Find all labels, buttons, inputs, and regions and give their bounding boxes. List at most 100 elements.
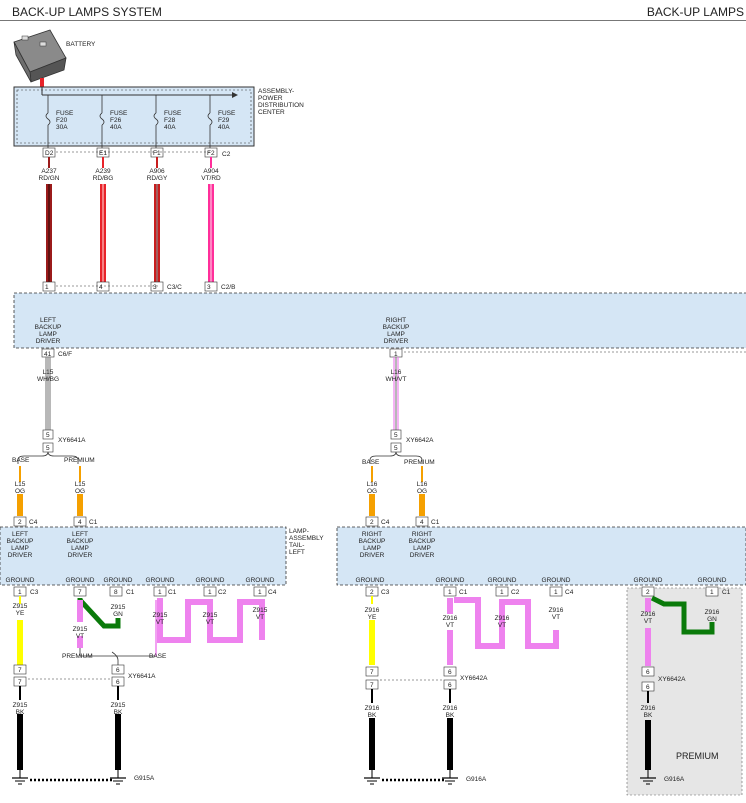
ground-label-4: GROUND: [146, 577, 175, 584]
battery-icon: [13, 29, 67, 87]
ground-label-5: GROUND: [196, 577, 225, 584]
c6f-connector: C6/F: [58, 351, 72, 358]
pdc-label-4: CENTER: [258, 109, 285, 116]
left-bk1-circuit: Z915: [13, 702, 28, 709]
pdc-label-3: DISTRIBUTION: [258, 102, 304, 109]
right-tail-base-driver-4: DRIVER: [360, 552, 385, 559]
left-ground-splice: XY6641A: [128, 673, 156, 680]
left-tail-base-driver-3: LAMP: [11, 545, 29, 552]
left-base-og-circuit: L15: [15, 481, 26, 488]
right-prem-og-circuit: L16: [417, 481, 428, 488]
right-prem-vt-pin: 2: [646, 589, 650, 596]
left-option-bracket: [17, 451, 79, 464]
right-gn-pin: 1: [710, 589, 714, 596]
pdc-label-2: POWER: [258, 95, 283, 102]
right-vt1-color: VT: [446, 622, 454, 629]
fuse-pin: D2: [45, 150, 54, 157]
right-tail-base-driver-3: LAMP: [363, 545, 381, 552]
ground-label-9: GROUND: [488, 577, 517, 584]
left-gn-color: GN: [113, 611, 123, 618]
right-base-label: BASE: [362, 459, 380, 466]
left-premium-label: PREMIUM: [64, 457, 95, 464]
ground-label-8: GROUND: [436, 577, 465, 584]
right-gn-c1: C1: [722, 589, 731, 596]
left-c1-label: C1: [168, 589, 177, 596]
left-bk2-color: BK: [114, 709, 123, 716]
left-base-c4: C4: [29, 519, 38, 526]
pdc-label-1: ASSEMBLY-: [258, 88, 294, 95]
right-tail-prem-driver-4: DRIVER: [410, 552, 435, 559]
right-tail-base-driver-2: BACKUP: [359, 538, 386, 545]
left-premium-tag: PREMIUM: [62, 653, 93, 660]
right-prem-c1: C1: [431, 519, 440, 526]
fuse-pin: F2: [207, 150, 215, 157]
right-driver-label-1: RIGHT: [386, 317, 406, 324]
dest-pin: 1: [45, 284, 49, 291]
ground-label-2: GROUND: [66, 577, 95, 584]
right-ground-wires: [364, 586, 719, 785]
left-splice-pin-a: 5: [46, 432, 50, 439]
left-c1-pin: 1: [158, 589, 162, 596]
right-prem-pin6-a: 6: [646, 669, 650, 676]
left-base-og-color: OG: [15, 488, 25, 495]
circuit-label: A237: [41, 168, 57, 175]
left-vt-pin: 7: [78, 589, 82, 596]
ground-label-12: GROUND: [698, 577, 727, 584]
right-pin7-b: 7: [370, 682, 374, 689]
right-prem-pin6-b: 6: [646, 684, 650, 691]
left-bk2-circuit: Z915: [111, 702, 126, 709]
right-ground-splice: XY6642A: [460, 675, 488, 682]
right-vt3-color: VT: [552, 614, 560, 621]
right-tail-lamp-box: [336, 526, 746, 586]
left-tail-prem-driver-1: LEFT: [72, 531, 88, 538]
right-option-bracket: [369, 451, 423, 464]
right-prem-pin: 4: [420, 519, 424, 526]
right-prem-splice: XY6642A: [658, 676, 686, 683]
right-vt2-pin: 1: [500, 589, 504, 596]
tail-label-1: LAMP-: [289, 528, 309, 535]
left-splice-pin-b: 5: [46, 445, 50, 452]
left-ye-color: YE: [16, 610, 25, 617]
left-driver-label-3: LAMP: [39, 331, 57, 338]
fuse-id: F29: [218, 117, 230, 124]
ground-label-10: GROUND: [542, 577, 571, 584]
left-feed-circuit: L15: [43, 369, 54, 376]
c3c-connector: C3/C: [167, 284, 182, 291]
left-feed-pin: 41: [44, 351, 52, 358]
ground-label-1: GROUND: [6, 577, 35, 584]
left-tail-lamp-box: [0, 526, 287, 586]
left-ground-wires: [12, 586, 267, 785]
fuse-rating: 40A: [110, 124, 122, 131]
right-pin6-b: 6: [448, 682, 452, 689]
tail-label-3: TAIL-: [289, 542, 304, 549]
left-vt-color: VT: [76, 633, 84, 640]
fuse-id: F28: [164, 117, 176, 124]
ground-label-7: GROUND: [356, 577, 385, 584]
right-ye-pin: 2: [370, 589, 374, 596]
color-label: RD/GY: [147, 175, 168, 182]
left-gn-c1: C1: [126, 589, 135, 596]
right-vt2-color: VT: [498, 622, 506, 629]
right-vt3-c4: C4: [565, 589, 574, 596]
body-module-box: [13, 292, 746, 349]
left-prem-og-circuit: L15: [75, 481, 86, 488]
left-c4-label: C4: [268, 589, 277, 596]
ground-label-11: GROUND: [634, 577, 663, 584]
right-vt3-pin: 1: [554, 589, 558, 596]
right-prem-vt-color: VT: [644, 618, 652, 625]
right-base-c4: C4: [381, 519, 390, 526]
pdc-connector: C2: [222, 151, 231, 158]
left-tail-base-driver-1: LEFT: [12, 531, 28, 538]
color-label: VT/RD: [201, 175, 221, 182]
right-ye-color: YE: [368, 614, 377, 621]
left-ye-pin: 1: [18, 589, 22, 596]
left-vt1-circuit: Z915: [153, 612, 168, 619]
right-prem-ground-point: G916A: [664, 776, 685, 783]
left-vt3-color: VT: [256, 614, 264, 621]
left-pin7-a: 7: [18, 667, 22, 674]
fuse-rating: 40A: [164, 124, 176, 131]
right-ye-c3: C3: [381, 589, 390, 596]
right-splice-pin-a: 5: [394, 432, 398, 439]
left-gn-circuit: Z915: [111, 604, 126, 611]
page-title: BACK-UP LAMPS SYSTEM: [12, 5, 162, 19]
